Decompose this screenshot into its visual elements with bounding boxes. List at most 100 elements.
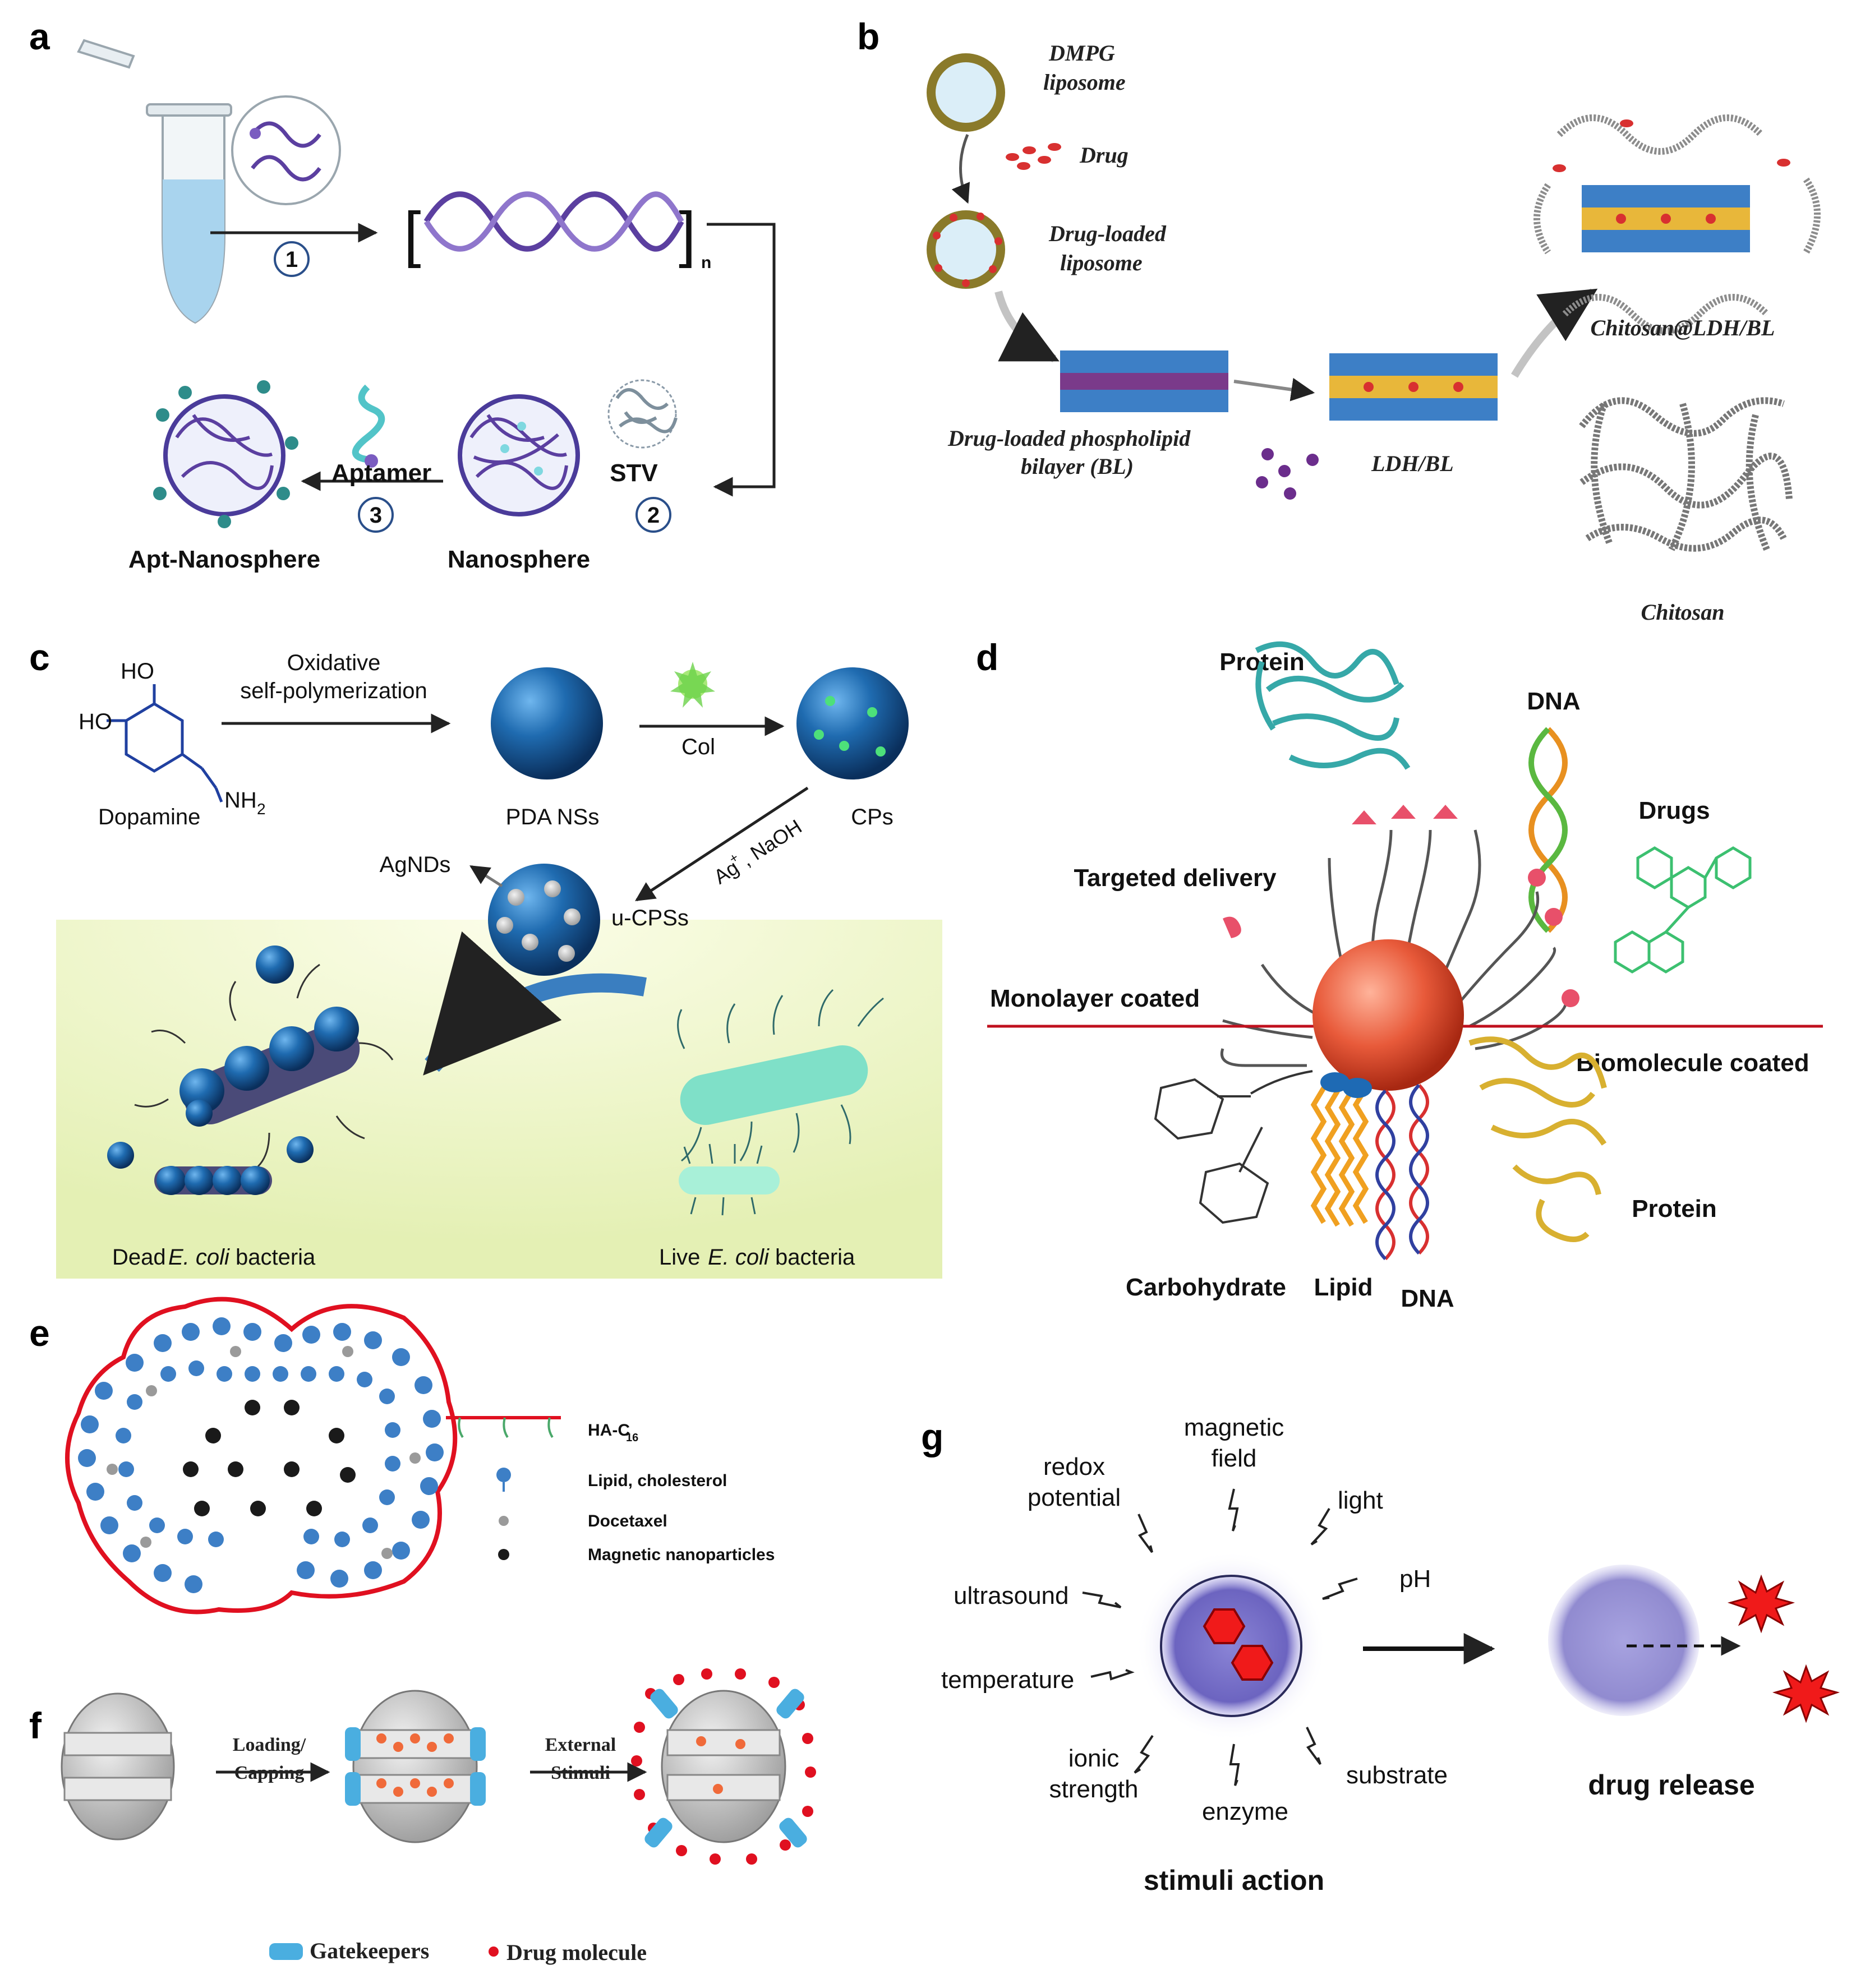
ionic-strength-label-line1: ionic [1069,1745,1120,1772]
chitosan-coil-icon [1579,397,1793,552]
stimuli-particle [1160,1575,1302,1717]
magnifier-circle [231,95,341,205]
released-drug-burst-icon [1772,1664,1840,1723]
nh2-label: NH [224,788,257,813]
step-1-badge [274,241,310,277]
loading-label-line1: Loading/ [233,1735,306,1755]
step-2-label: 2 [647,503,660,528]
legend-drug-symbol [489,1947,499,1957]
dmpg-label-line1: DMPG [1048,40,1115,66]
drug-label: Drug [1079,142,1129,168]
legend-lipid-symbol [496,1468,511,1482]
pda-nanosphere-icon [491,667,603,779]
bl-label-line1: Drug-loaded phospholipid [947,426,1191,451]
agnds-label: AgNDs [380,852,451,877]
panel-a: a 1 [ ] n STV 2 [29,16,776,573]
ho-label-1: HO [121,659,154,684]
col-label: Col [681,735,715,759]
targeted-delivery-label: Targeted delivery [1074,864,1277,892]
step-2-badge [635,497,671,533]
legend-ha-label: HA-C [588,1421,630,1440]
panel-e: e HA-C 16 Lipid, cholesterol Docetaxel M… [29,1297,775,1615]
drug-release-label: drug release [1588,1769,1754,1801]
mesoporous-particle-empty [61,1692,175,1841]
panel-a-letter: a [29,16,50,57]
panel-b: b DMPG liposome Drug Drug-loaded liposom… [857,16,1821,625]
lipid-tails-icon [1310,1086,1369,1227]
panel-f-letter: f [29,1705,42,1746]
ultrasound-label: ultrasound [954,1582,1069,1609]
magnetic-field-label-line1: magnetic [1184,1414,1284,1441]
dead-bacteria-icon [107,945,394,1195]
dna-strand-icon [251,155,321,182]
lipid-bilayer-icon [78,1317,444,1593]
dead-label-1: Dead [112,1245,166,1270]
protein-ribbon-icon [1255,641,1411,770]
dead-label-2: E. coli [168,1245,230,1270]
loading-label-line2: Capping [234,1763,305,1783]
panel-c-letter: c [29,636,50,678]
live-label-2: E. coli [708,1245,770,1270]
released-drug-burst-icon [1727,1574,1795,1634]
helix-repeat-subscript: n [701,253,711,272]
lipid-label: Lipid [1314,1274,1373,1301]
ag-arrow [635,786,809,902]
legend-gatekeeper-symbol [269,1943,303,1960]
ho-label-2: HO [79,709,112,734]
enzyme-label: enzyme [1202,1798,1288,1825]
dopamine-structure [107,684,223,802]
legend-ha-subscript: 16 [626,1432,638,1444]
panel-f: f Loading/ Capping External Stimuli [29,1668,816,1965]
ph-label: pH [1399,1565,1431,1593]
drug-loaded-label-line2: liposome [1060,250,1143,275]
step-3-label: 3 [370,503,382,528]
step-1-label: 1 [285,247,298,272]
chitosan-label: Chitosan [1641,599,1725,625]
docetaxel-dots [107,1346,421,1559]
dmpg-liposome-icon [927,53,1005,132]
legend-gatekeepers-label: Gatekeepers [310,1938,429,1963]
drugs-label: Drugs [1638,797,1710,824]
drug-loaded-liposome-icon [927,210,1005,289]
targeting-ligand-icons [1352,805,1458,824]
substrate-label: substrate [1346,1761,1448,1789]
kill-arrow [423,931,647,1076]
centrifuge-tube-icon [77,39,232,324]
temperature-label: temperature [941,1666,1074,1694]
aptamer-label: Aptamer [331,459,432,487]
dna-double-helix-icon [1528,727,1568,933]
legend-lipid-label: Lipid, cholesterol [588,1472,727,1490]
chitosan-ldh-icon [1533,114,1821,334]
chitosan-ldh-label: Chitosan@LDH/BL [1591,315,1775,340]
legend-drug-molecule-label: Drug molecule [506,1940,647,1965]
dead-label-3: bacteria [236,1245,316,1270]
panel-g-letter: g [921,1416,943,1457]
oxidative-label-line2: self-polymerization [240,679,427,703]
monolayer-coated-label: Monolayer coated [990,985,1200,1012]
magnetic-field-label-line2: field [1212,1445,1257,1472]
legend-magnetic-symbol [498,1549,509,1560]
light-label: light [1338,1487,1383,1514]
apt-nanosphere-icon [153,380,298,528]
live-label-3: bacteria [775,1245,855,1270]
phospholipid-bilayer-icon [1060,350,1228,412]
live-bacteria-icon [677,989,884,1216]
biomolecule-coated-label: Biomolecule coated [1576,1049,1809,1077]
live-label-1: Live [659,1245,700,1270]
apt-nanosphere-label: Apt-Nanosphere [128,546,320,573]
panel-d-letter: d [976,636,998,678]
nanosphere-label: Nanosphere [448,546,590,573]
bl-label-line2: bilayer (BL) [1021,454,1134,479]
svg-text:[: [ [404,200,421,269]
carbohydrate-icon [1154,1070,1313,1224]
stv-label: STV [610,459,658,487]
naoh-label: , NaOH [737,815,806,871]
mesoporous-particle-capped [345,1690,486,1843]
nanoparticle-core [1312,939,1464,1091]
panel-b-letter: b [857,16,879,57]
ldh-bl-label: LDH/BL [1371,451,1454,476]
legend-magnetic-label: Magnetic nanoparticles [588,1546,775,1564]
stimuli-action-label: stimuli action [1144,1865,1324,1896]
drug-molecule-icon [1614,846,1752,974]
